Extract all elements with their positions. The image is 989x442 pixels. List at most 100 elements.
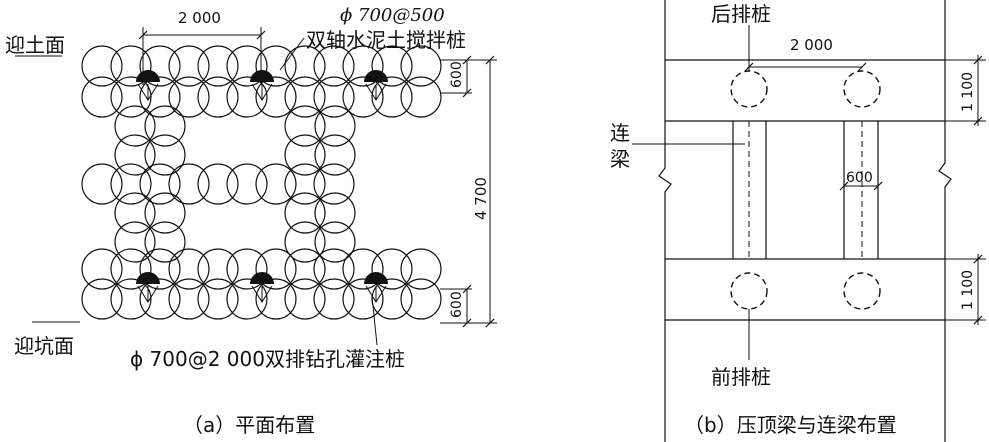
vertical-dimensions: [440, 55, 497, 328]
mixing-pile-circle: [226, 76, 268, 118]
front-pile-2: [843, 272, 881, 310]
mixing-pile-circle: [114, 221, 156, 263]
bottom-beam-width: 1 100: [960, 270, 976, 310]
mixing-pile-circle: [197, 45, 239, 87]
link-beams: [732, 121, 879, 259]
mixing-pile-circle: [197, 163, 239, 205]
total-dimension: 4 700: [472, 177, 490, 220]
mixing-pile-circle: [81, 163, 123, 205]
mixing-pile-circle: [400, 45, 442, 87]
mixing-pile-circle: [110, 163, 152, 205]
left-boundary: [658, 0, 672, 442]
caption-a: （a）平面布置: [183, 413, 315, 437]
bored-pile-marker: [364, 70, 388, 101]
mixing-pile-circle: [81, 278, 123, 320]
mixing-pile-circle: [284, 76, 326, 118]
mixing-pile-circle: [255, 76, 297, 118]
mixing-pile-circle: [371, 248, 413, 290]
pile-spacing-value: 2 000: [178, 9, 221, 27]
link-beam-label-2: 梁: [610, 147, 630, 171]
mixing-pile-circle: [81, 248, 123, 290]
mixing-pile-circle: [284, 248, 326, 290]
mixing-pile-circle: [400, 76, 442, 118]
mixing-pile-circle: [371, 76, 413, 118]
top-beam-width: 1 100: [960, 72, 976, 112]
back-pile-2: [843, 70, 881, 108]
mixing-pile-circle: [284, 221, 326, 263]
mixing-pile-circle: [197, 248, 239, 290]
front-pile-1: [730, 272, 768, 310]
mixing-pile-circle: [226, 163, 268, 205]
beam-width-dimension: 600: [846, 170, 873, 186]
back-pile-1: [730, 70, 768, 108]
mixing-pile-circle: [81, 45, 123, 87]
mixing-pile-circle: [168, 278, 210, 320]
mixing-pile-circle: [255, 163, 297, 205]
mixing-pile-circle: [314, 192, 356, 234]
mixing-pile-circle: [342, 76, 384, 118]
bored-pile-marker: [250, 70, 274, 101]
right-boundary: [938, 0, 952, 442]
mixing-pile-circle: [139, 248, 181, 290]
mixing-pile-circle: [144, 221, 186, 263]
bottom-row-dimension: 600: [449, 291, 465, 318]
bored-pile-markers: [136, 70, 388, 303]
back-piles-label: 后排桩: [711, 2, 771, 26]
pit-face-label: 迎坑面: [14, 334, 74, 358]
mixing-pile-circle: [168, 163, 210, 205]
mixing-pile-circle: [144, 105, 186, 147]
mixing-pile-circle: [144, 192, 186, 234]
bored-pile-marker: [250, 272, 274, 303]
mixing-pile-circle: [284, 134, 326, 176]
mixing-pile-circles: [81, 45, 442, 320]
mixing-pile-circle: [400, 278, 442, 320]
pile-spacing-dimension: [138, 27, 266, 85]
mixing-pile-circle: [110, 45, 152, 87]
bored-pile-label: ϕ 700@2 000双排钻孔灌注桩: [130, 347, 405, 371]
mixing-pile-circle: [371, 45, 413, 87]
bored-pile-marker: [136, 272, 160, 303]
mixing-pile-circle: [255, 248, 297, 290]
mixing-pile-circle: [114, 192, 156, 234]
mixing-pile-circle: [110, 278, 152, 320]
mixing-pile-circle: [110, 76, 152, 118]
mixing-pile-circle: [226, 278, 268, 320]
panel-a: 迎土面 迎坑面 2 000 ϕ 700@500 双轴水泥土搅拌桩: [5, 5, 497, 437]
mixing-pile-circle: [114, 105, 156, 147]
mixing-pile-circle: [144, 134, 186, 176]
front-piles-label: 前排桩: [711, 365, 771, 389]
mixing-pile-circle: [284, 105, 326, 147]
mixing-pile-circle: [284, 278, 326, 320]
mixing-pile-circle: [197, 278, 239, 320]
mixing-pile-circle: [313, 45, 355, 87]
bored-pile-marker: [364, 272, 388, 303]
mixing-pile-leader: [279, 37, 305, 71]
mixing-pile-circle: [313, 76, 355, 118]
mixing-pile-circle: [168, 248, 210, 290]
mixing-pile-circle: [314, 134, 356, 176]
panel-b: 后排桩 2 000 连 梁 600 1 100 1 100 前排桩 （b）压顶梁…: [610, 0, 986, 442]
mixing-pile-circle: [342, 45, 384, 87]
mixing-pile-circle: [342, 278, 384, 320]
mixing-pile-circle: [114, 134, 156, 176]
mixing-pile-circle: [110, 248, 152, 290]
mixing-pile-circle: [313, 163, 355, 205]
mixing-pile-circle: [284, 163, 326, 205]
mixing-pile-spec: ϕ 700@500: [340, 5, 445, 26]
caption-b: （b）压顶梁与连梁布置: [684, 413, 897, 437]
mixing-pile-circle: [139, 76, 181, 118]
link-beam-label-1: 连: [610, 121, 630, 145]
mixing-pile-circle: [139, 278, 181, 320]
mixing-pile-circle: [168, 45, 210, 87]
mixing-pile-circle: [284, 45, 326, 87]
mixing-pile-circle: [139, 163, 181, 205]
mixing-pile-circle: [400, 248, 442, 290]
top-row-dimension: 600: [449, 61, 465, 88]
mixing-pile-circle: [284, 192, 326, 234]
bored-pile-leader: [371, 295, 378, 346]
mixing-pile-circle: [313, 248, 355, 290]
mixing-pile-circle: [255, 45, 297, 87]
bored-pile-marker: [136, 70, 160, 101]
